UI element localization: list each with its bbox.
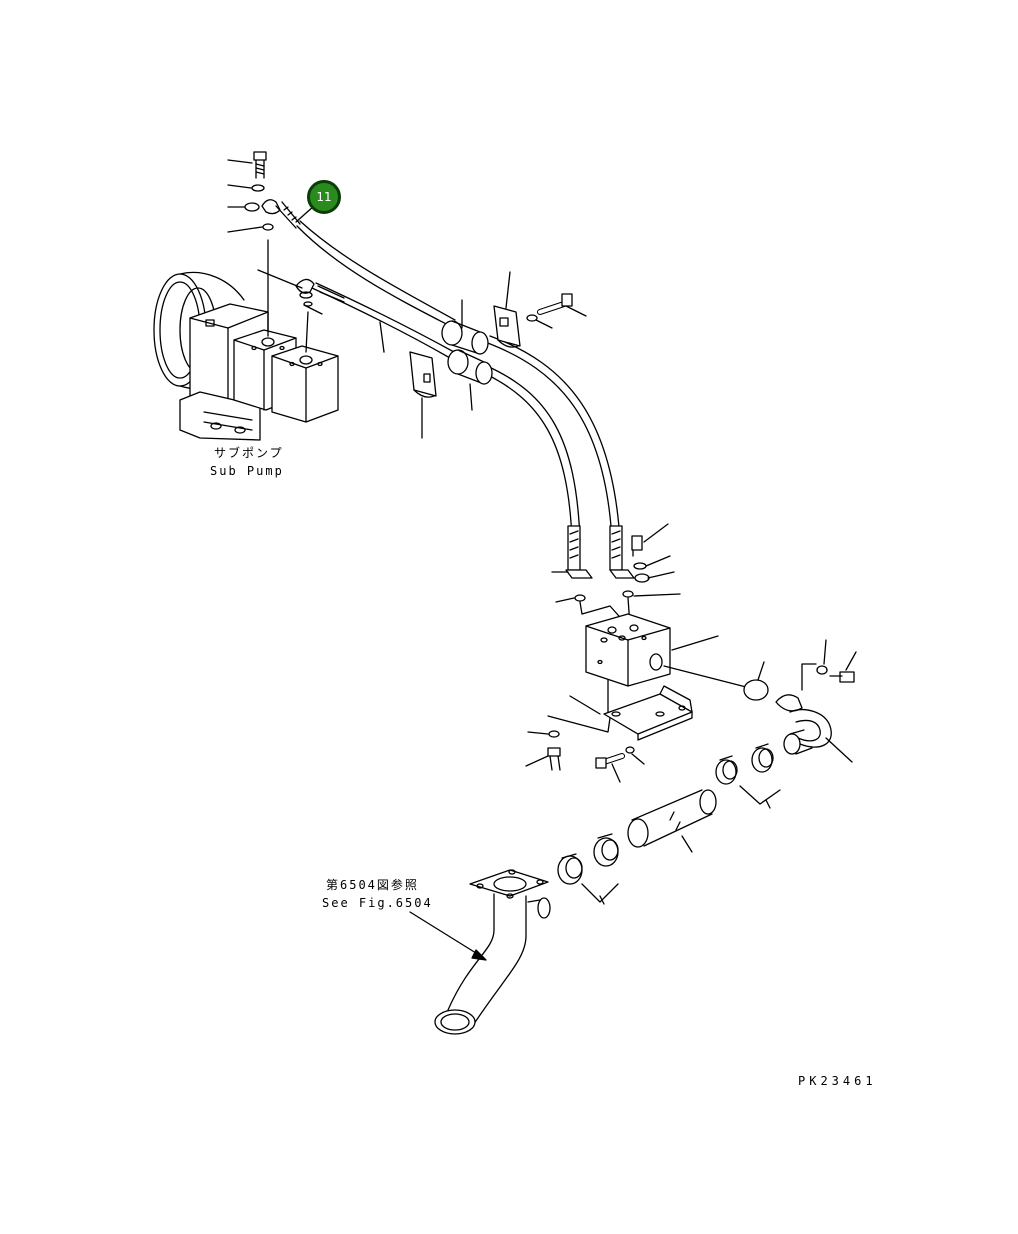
callout-number: 11	[316, 190, 332, 204]
right-elbow-pipe	[776, 640, 856, 762]
top-bolt-stack	[228, 152, 314, 232]
sub-pump-label-jp: サブポンプ	[214, 446, 284, 460]
lower-exhaust-pipe	[410, 870, 550, 1034]
drawing-code: PK23461	[798, 1074, 877, 1088]
see-fig-label-en: See Fig.6504	[322, 896, 433, 910]
hose-clamp-brackets	[410, 294, 586, 438]
sub-pump-label-en: Sub Pump	[210, 464, 284, 478]
hydraulic-hoses	[258, 221, 634, 578]
mounting-plate	[526, 686, 692, 782]
see-fig-label-jp: 第6504図参照	[326, 878, 419, 892]
sub-pump	[154, 240, 338, 440]
hose-and-clamps	[558, 744, 780, 904]
callout-11[interactable]: 11	[307, 180, 341, 214]
valve-block	[570, 614, 768, 714]
